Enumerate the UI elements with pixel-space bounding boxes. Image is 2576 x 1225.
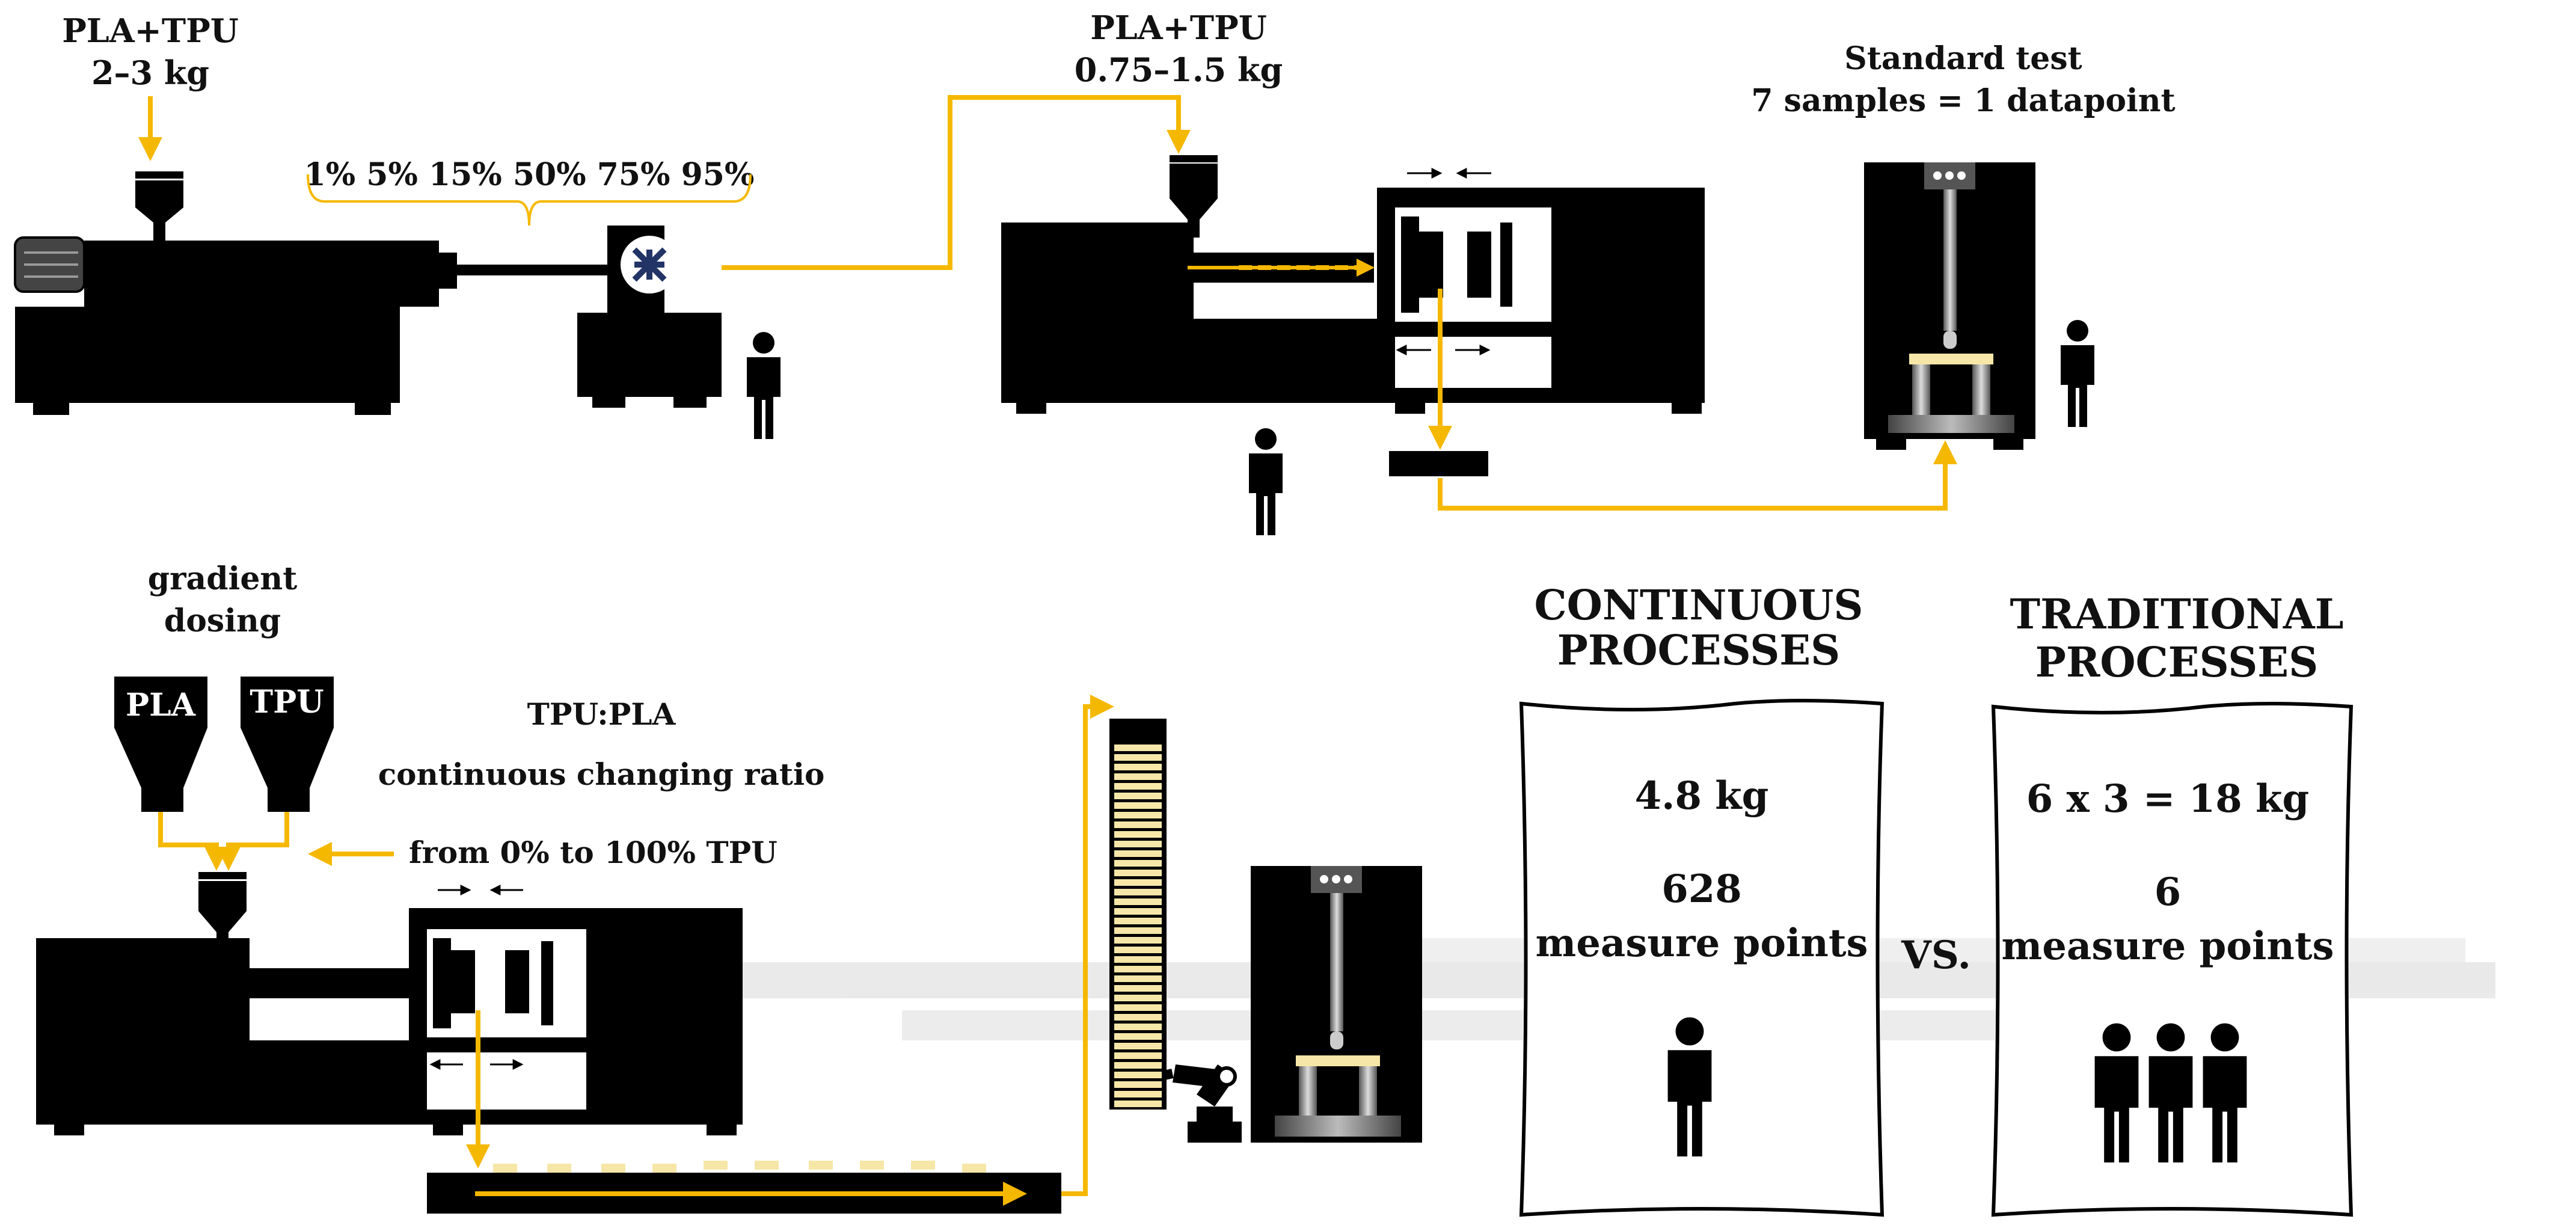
stack-slice [1114, 927, 1162, 934]
stack-slice [1114, 985, 1162, 992]
continuous-bag [1519, 699, 1884, 1217]
stack-slice [1114, 812, 1162, 818]
stack-slice [1114, 889, 1162, 895]
sample-bar [1389, 451, 1488, 476]
stack-slice [1114, 1101, 1162, 1107]
traditional-title-line2: PROCESSES [2035, 639, 2319, 687]
stack-slice [1114, 754, 1162, 761]
dosing-arrow [216, 812, 289, 871]
ratio-title: TPU:PLA [527, 696, 676, 732]
bottom-injection-molding-machine [36, 872, 743, 1135]
stack-slice [1114, 793, 1162, 799]
stack-slice [1114, 937, 1162, 944]
stack-slice [1114, 841, 1162, 847]
stack-slice [1114, 1091, 1162, 1098]
bottom-tensile-tester [1251, 866, 1422, 1143]
ratio-steps: 1% 5% 15% 50% 75% 95% [304, 156, 755, 193]
operator-icon [2061, 320, 2094, 427]
extruder-feed-amount: 2–3 kg [91, 54, 209, 92]
extruder-feed-label: PLA+TPU [62, 11, 239, 50]
stack-slice [1114, 773, 1162, 780]
stack-slice [1114, 1043, 1162, 1049]
hopper-tpu [241, 677, 334, 812]
hopper-pla-label: PLA [126, 687, 196, 723]
stack-slices [1114, 745, 1162, 1107]
continuous-points-label: measure points [1535, 921, 1868, 966]
stack-slice [1114, 995, 1162, 1001]
conveyor-samples [493, 1161, 986, 1173]
stack-slice [1114, 802, 1162, 809]
stack-slice [1114, 1081, 1162, 1088]
stack-slice [1114, 850, 1162, 857]
stack-slice [1114, 1014, 1162, 1021]
traditional-points-label: measure points [2001, 924, 2334, 969]
to-stack-arrow [1061, 695, 1114, 1196]
pelletizer [577, 226, 722, 408]
stack-slice [1114, 1024, 1162, 1030]
top-injection-molding-machine [1001, 155, 1705, 414]
stack-slice [1114, 908, 1162, 915]
vs-label: VS. [1901, 933, 1971, 978]
stack-slice [1114, 831, 1162, 838]
traditional-amount: 6 x 3 = 18 kg [2026, 776, 2309, 821]
test-label: Standard test [1844, 40, 2082, 77]
molding-feed-amount: 0.75–1.5 kg [1075, 51, 1283, 89]
stack-slice [1114, 975, 1162, 982]
stack-slice [1114, 956, 1162, 963]
stack-slice [1114, 918, 1162, 924]
continuous-amount: 4.8 kg [1635, 773, 1769, 818]
stack-slice [1114, 860, 1162, 867]
continuous-title: CONTINUOUS [1534, 582, 1863, 630]
hopper-tpu-label: TPU [250, 684, 324, 720]
stack-slice [1114, 898, 1162, 905]
ratio-range: from 0% to 100% TPU [409, 835, 777, 870]
molding-feed-label: PLA+TPU [1090, 8, 1267, 47]
operator-icon [1249, 428, 1283, 535]
hopper-pla [114, 677, 207, 812]
traditional-title: TRADITIONAL [2010, 591, 2343, 639]
stack-slice [1114, 821, 1162, 828]
stack-slice [1114, 1062, 1162, 1069]
continuous-points-count: 628 [1661, 867, 1742, 912]
top-tensile-tester [1864, 162, 2035, 450]
stack-slice [1114, 1072, 1162, 1078]
test-description: 7 samples = 1 datapoint [1751, 82, 2175, 119]
stack-slice [1114, 879, 1162, 886]
ratio-brace [307, 174, 752, 226]
continuous-title-line2: PROCESSES [1557, 627, 1841, 675]
transfer-arrow [722, 95, 1191, 270]
traditional-points-count: 6 [2154, 870, 2182, 915]
stack-slice [1114, 1004, 1162, 1011]
dosing-arrow [158, 812, 228, 871]
stack-slice [1114, 1033, 1162, 1040]
traditional-bag [1991, 702, 2354, 1217]
top-extruder [14, 171, 613, 415]
stack-slice [1114, 1052, 1162, 1059]
stack-slice [1114, 745, 1162, 751]
stack-slice [1114, 966, 1162, 972]
ratio-description: continuous changing ratio [378, 757, 825, 792]
dosing-label: gradient [148, 560, 297, 597]
operator-icon [747, 332, 780, 439]
stack-slice [1114, 764, 1162, 770]
stack-slice [1114, 870, 1162, 876]
stack-slice [1114, 947, 1162, 953]
stack-slice [1114, 783, 1162, 790]
dosing-label-line2: dosing [164, 603, 281, 639]
to-test-arrow [1438, 440, 1957, 511]
